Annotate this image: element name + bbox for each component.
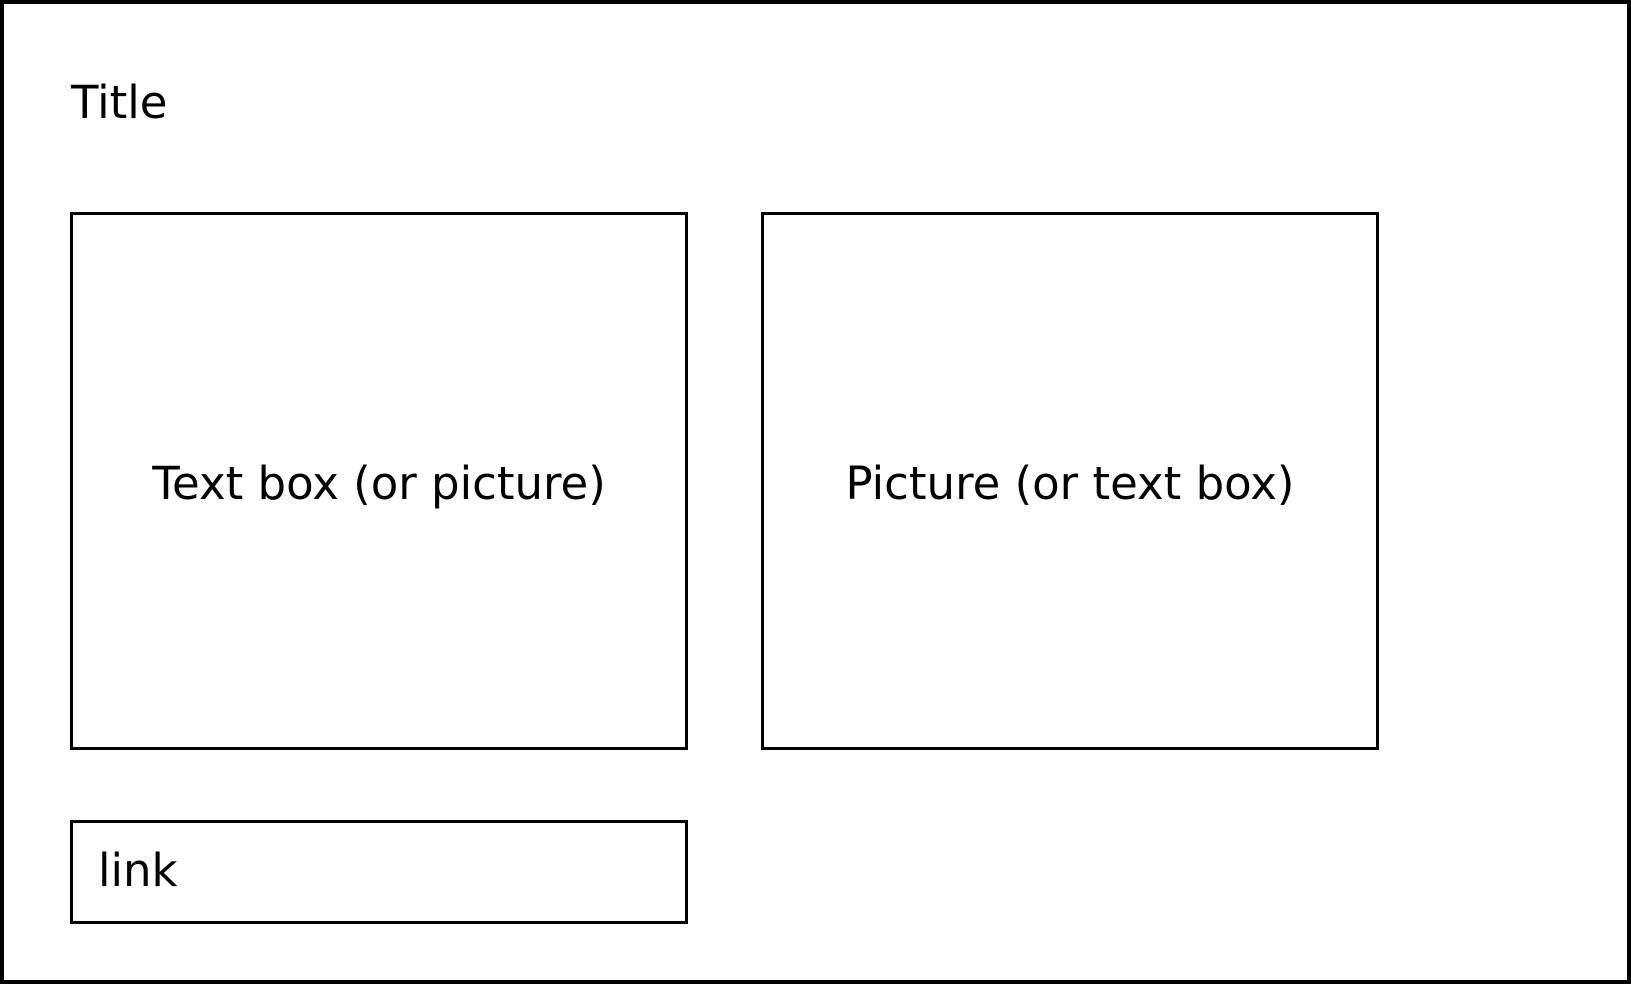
link-label: link [98, 844, 178, 897]
text-box-placeholder: Text box (or picture) [70, 212, 688, 750]
link-button[interactable]: link [70, 820, 688, 924]
picture-label: Picture (or text box) [845, 457, 1295, 510]
text-box-label: Text box (or picture) [152, 457, 606, 510]
picture-placeholder: Picture (or text box) [761, 212, 1379, 750]
page-title: Title [71, 76, 168, 129]
